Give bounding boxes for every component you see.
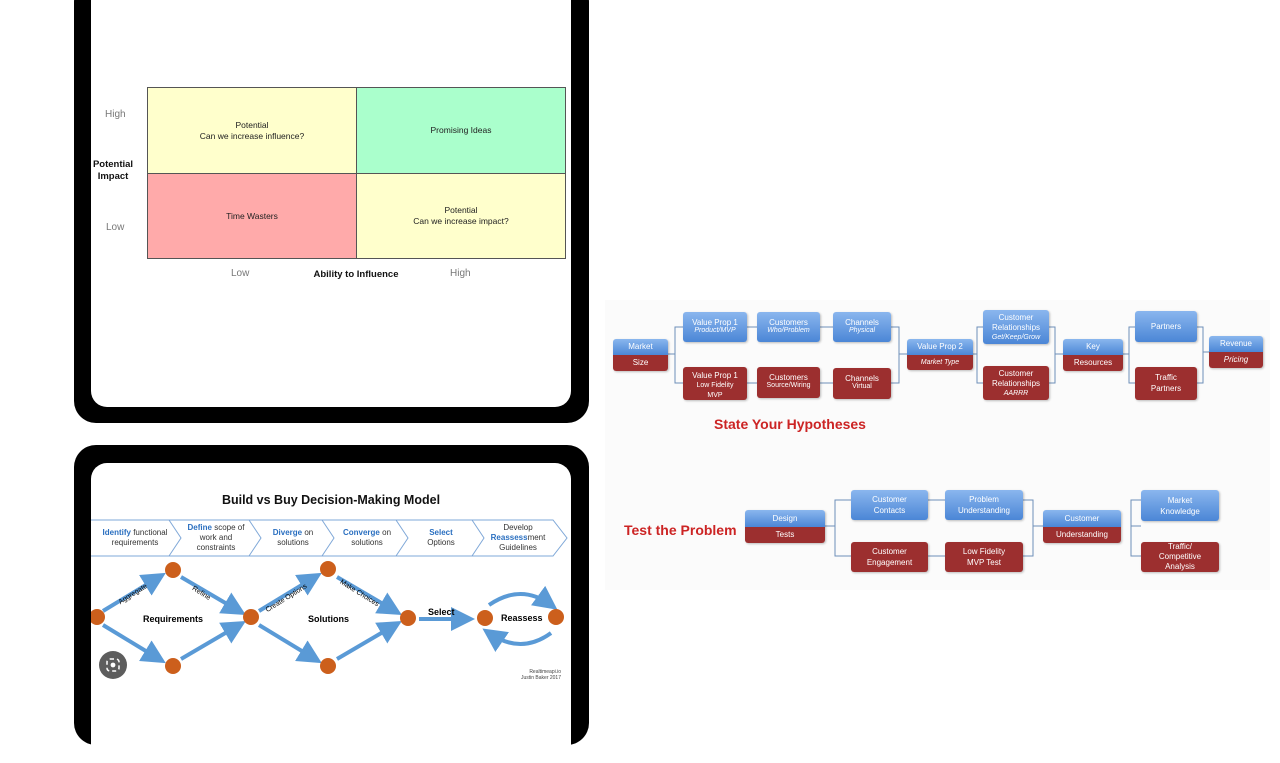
- step-reassess: Develop Reassessment Guidelines: [490, 523, 546, 552]
- node-aggregate-bottom: [165, 658, 181, 674]
- hypotheses-title: State Your Hypotheses: [714, 416, 866, 432]
- flow-arrows: [101, 572, 558, 664]
- lens-search-button[interactable]: [99, 651, 127, 679]
- chevron-row: [91, 519, 568, 557]
- y-high-label: High: [105, 109, 126, 120]
- matrix-image: High Potential Impact Low Potential Can …: [91, 0, 571, 407]
- label-solutions: Solutions: [308, 614, 349, 624]
- node-value-prop-2: Value Prop 2 Market Type: [907, 339, 973, 370]
- quadrant-bottom-right: Potential Can we increase impact?: [356, 173, 566, 259]
- node-design-tests: Design Tests: [745, 510, 825, 543]
- step-select: Select Options: [427, 528, 455, 547]
- node-reassess-left: [477, 610, 493, 626]
- decision-model-title: Build vs Buy Decision-Making Model: [221, 493, 441, 507]
- decision-model-image: Build vs Buy Decision-Making Model Ident…: [91, 463, 571, 763]
- lens-icon: [106, 658, 120, 672]
- node-options-top: [320, 561, 336, 577]
- quadrant-top-left: Potential Can we increase influence?: [147, 87, 357, 174]
- decision-model-card[interactable]: Build vs Buy Decision-Making Model Ident…: [74, 445, 589, 763]
- matrix-card[interactable]: High Potential Impact Low Potential Can …: [74, 0, 589, 423]
- node-options-bottom: [320, 658, 336, 674]
- quadrant-bottom-left: Time Wasters: [147, 173, 357, 259]
- node-partners: Partners: [1135, 311, 1197, 342]
- x-axis-title: Ability to Influence: [313, 269, 399, 280]
- chevron-steps: Identify functional requirements Define …: [91, 519, 571, 557]
- step-identify: Identify functional requirements: [102, 528, 168, 547]
- node-solutions: [400, 610, 416, 626]
- x-low-label: Low: [231, 268, 250, 279]
- test-problem-title: Test the Problem: [624, 522, 737, 538]
- quadrant-top-right: Promising Ideas: [356, 87, 566, 174]
- node-reassess-right: [548, 609, 564, 625]
- node-key-resources: Key Resources: [1063, 339, 1123, 371]
- y-low-label: Low: [106, 222, 125, 233]
- x-high-label: High: [450, 268, 471, 279]
- node-start: [91, 609, 105, 625]
- node-market-size: Market Size: [613, 339, 668, 371]
- hypotheses-connectors: [667, 326, 1209, 557]
- label-select: Select: [428, 607, 455, 617]
- node-customer-understanding: Customer Understanding: [1043, 510, 1121, 543]
- label-requirements: Requirements: [143, 614, 204, 624]
- node-requirements: [243, 609, 259, 625]
- node-revenue: Revenue Pricing: [1209, 336, 1263, 368]
- y-axis-title: Potential Impact: [92, 159, 134, 182]
- node-aggregate-top: [165, 562, 181, 578]
- label-reassess: Reassess: [501, 613, 543, 623]
- step-converge: Converge on solutions: [342, 528, 392, 547]
- step-define: Define scope of work and constraints: [187, 523, 245, 552]
- step-diverge: Diverge on solutions: [272, 528, 314, 547]
